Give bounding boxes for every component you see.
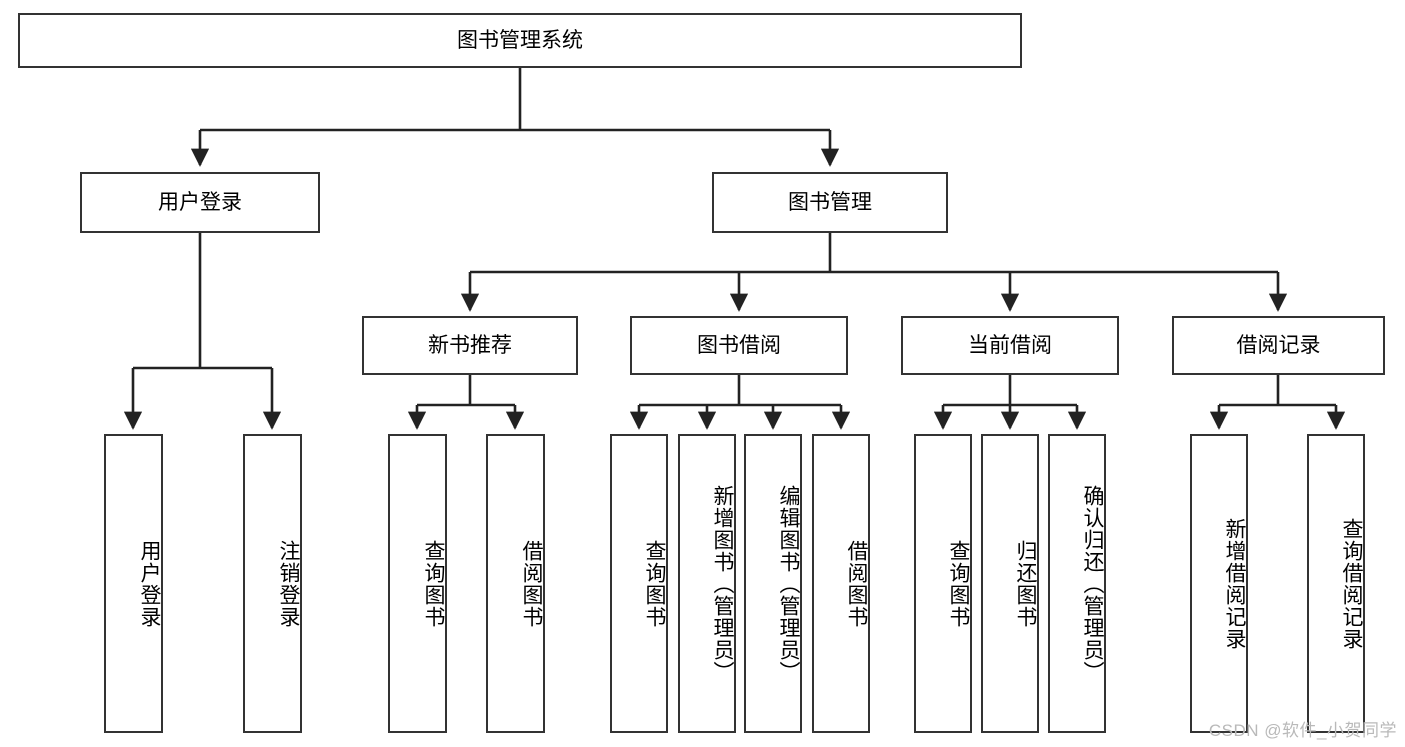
node-leaf-user-login[interactable]: 用户登录 (104, 434, 163, 733)
node-borrow-record[interactable]: 借阅记录 (1172, 316, 1385, 375)
node-leaf-return-book[interactable]: 归还图书 (981, 434, 1039, 733)
node-root-label: 图书管理系统 (457, 28, 583, 52)
node-leaf-borrow-book-1[interactable]: 借阅图书 (486, 434, 545, 733)
node-leaf-borrow-book-2-label: 借阅图书 (845, 539, 868, 628)
node-leaf-add-record[interactable]: 新增借阅记录 (1190, 434, 1248, 733)
node-leaf-query-book-3[interactable]: 查询图书 (914, 434, 972, 733)
node-new-book-rec[interactable]: 新书推荐 (362, 316, 578, 375)
node-leaf-query-book-2[interactable]: 查询图书 (610, 434, 668, 733)
node-book-borrow[interactable]: 图书借阅 (630, 316, 848, 375)
node-leaf-query-record[interactable]: 查询借阅记录 (1307, 434, 1365, 733)
node-leaf-query-book-1[interactable]: 查询图书 (388, 434, 447, 733)
node-leaf-return-book-label: 归还图书 (1014, 539, 1037, 628)
node-leaf-query-book-2-label: 查询图书 (643, 539, 666, 628)
node-leaf-confirm-return-label: 确认归还（管理员） (1081, 484, 1104, 683)
node-leaf-logout-label: 注销登录 (277, 539, 300, 628)
node-leaf-logout[interactable]: 注销登录 (243, 434, 302, 733)
node-leaf-confirm-return[interactable]: 确认归还（管理员） (1048, 434, 1106, 733)
node-leaf-query-book-3-label: 查询图书 (947, 539, 970, 628)
watermark: CSDN @软件_小贺同学 (1208, 721, 1397, 740)
node-leaf-edit-book-label: 编辑图书（管理员） (777, 484, 800, 683)
node-root[interactable]: 图书管理系统 (18, 13, 1022, 68)
node-leaf-borrow-book-1-label: 借阅图书 (520, 539, 543, 628)
node-book-manage[interactable]: 图书管理 (712, 172, 948, 233)
node-leaf-query-record-label: 查询借阅记录 (1340, 517, 1363, 650)
node-leaf-add-record-label: 新增借阅记录 (1223, 517, 1246, 650)
node-leaf-add-book[interactable]: 新增图书（管理员） (678, 434, 736, 733)
node-leaf-borrow-book-2[interactable]: 借阅图书 (812, 434, 870, 733)
node-leaf-edit-book[interactable]: 编辑图书（管理员） (744, 434, 802, 733)
node-current-borrow[interactable]: 当前借阅 (901, 316, 1119, 375)
node-user-login[interactable]: 用户登录 (80, 172, 320, 233)
node-leaf-add-book-label: 新增图书（管理员） (711, 484, 734, 683)
node-borrow-record-label: 借阅记录 (1236, 333, 1321, 357)
node-leaf-query-book-1-label: 查询图书 (422, 539, 445, 628)
node-new-book-rec-label: 新书推荐 (428, 333, 512, 357)
node-book-manage-label: 图书管理 (788, 190, 872, 214)
node-book-borrow-label: 图书借阅 (697, 333, 781, 357)
node-current-borrow-label: 当前借阅 (968, 333, 1052, 357)
node-user-login-label: 用户登录 (158, 190, 242, 214)
node-leaf-user-login-label: 用户登录 (138, 539, 161, 628)
